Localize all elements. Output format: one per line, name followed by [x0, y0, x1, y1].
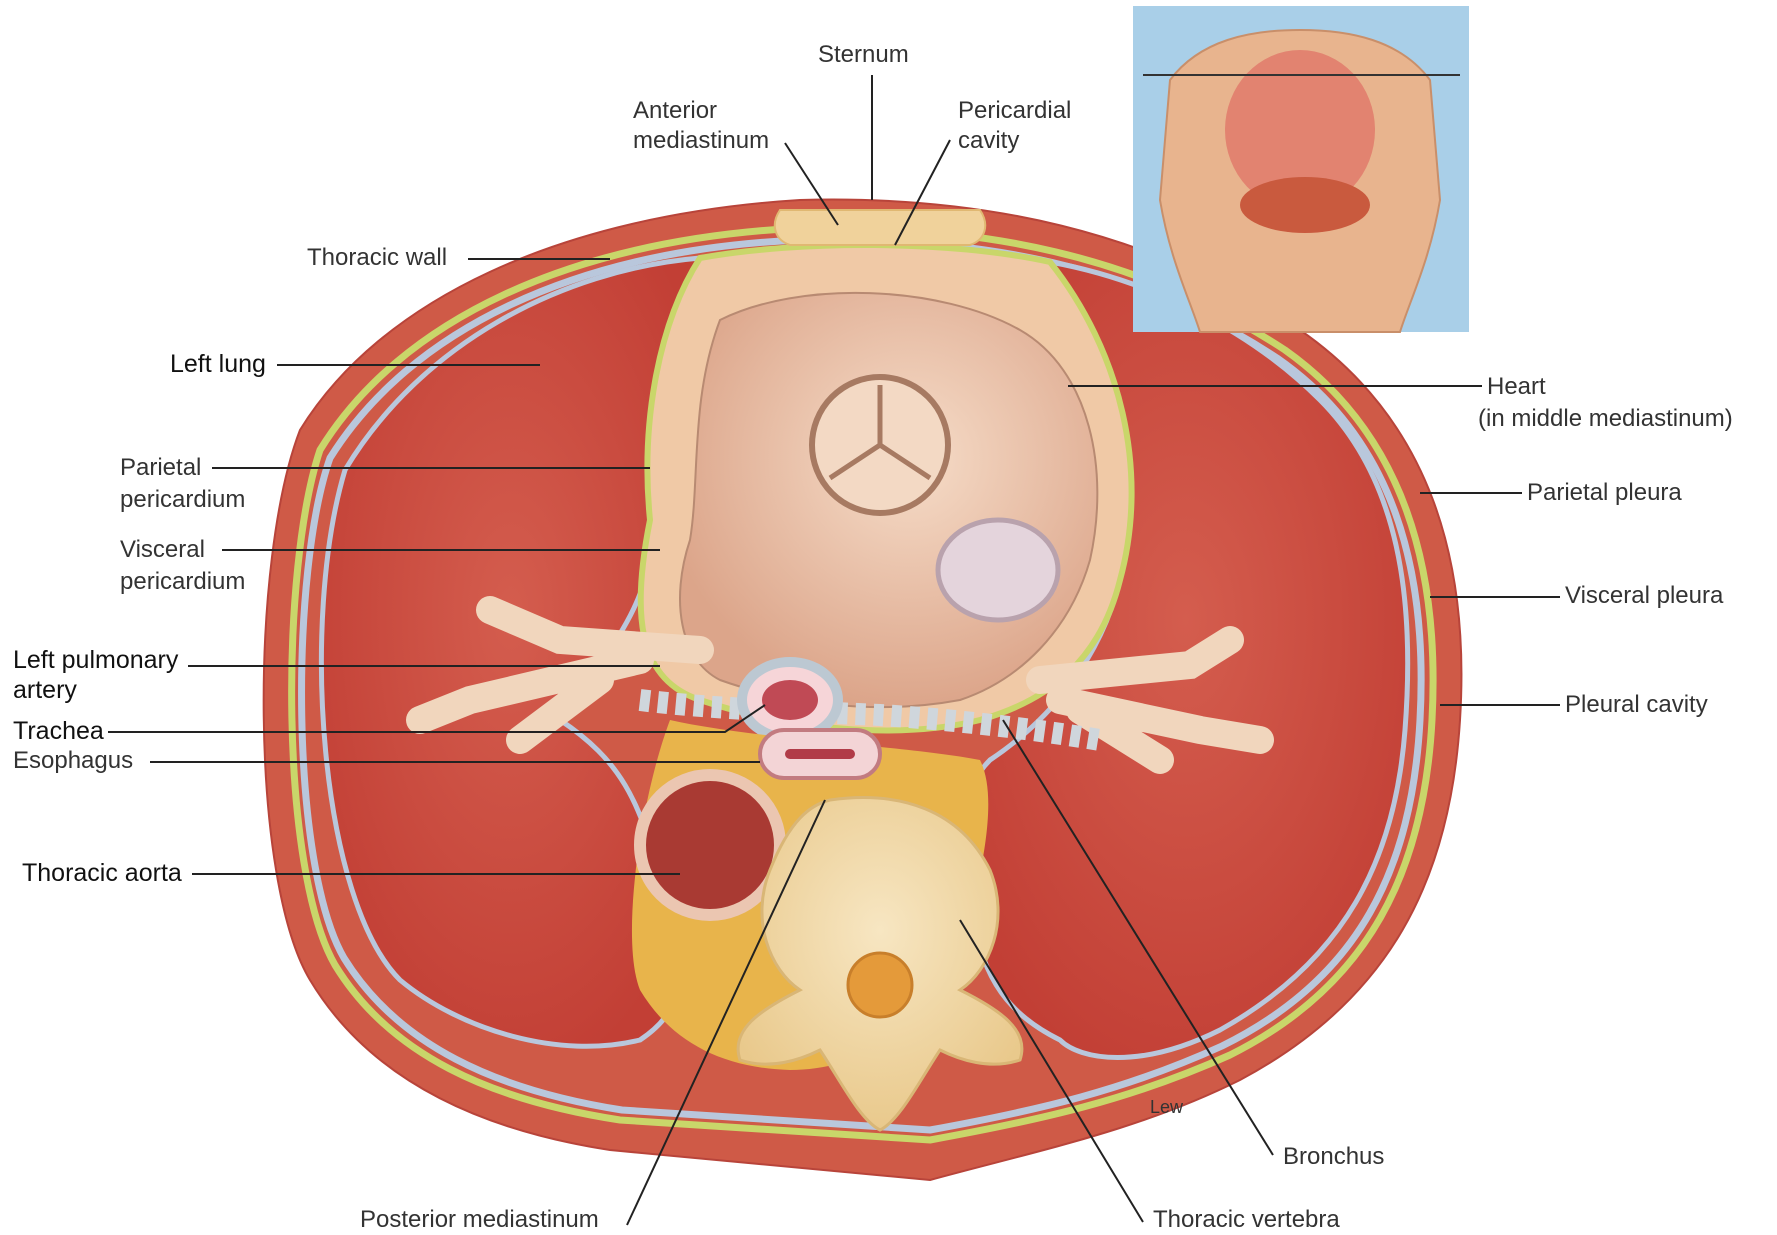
- label-bronchus: Bronchus: [1283, 1142, 1384, 1172]
- label-heart-line2: (in middle mediastinum): [1478, 404, 1733, 434]
- label-left-lung: Left lung: [170, 349, 266, 379]
- spinal-canal: [848, 953, 912, 1017]
- thoracic-aorta: [640, 775, 780, 915]
- label-parietal-pericardium-line1: Parietal: [120, 453, 201, 483]
- label-parietal-pericardium-line2: pericardium: [120, 485, 245, 515]
- sternum: [775, 210, 985, 245]
- label-heart-line1: Heart: [1487, 372, 1546, 402]
- label-thoracic-wall: Thoracic wall: [307, 243, 447, 273]
- artist-signature: Lew: [1150, 1092, 1183, 1122]
- label-esophagus: Esophagus: [13, 746, 133, 776]
- label-parietal-pleura: Parietal pleura: [1527, 478, 1682, 508]
- label-anterior-mediastinum-line2: mediastinum: [633, 126, 769, 156]
- label-anterior-mediastinum-line1: Anterior: [633, 96, 717, 126]
- trachea-lumen: [762, 680, 818, 720]
- label-visceral-pericardium-line2: pericardium: [120, 567, 245, 597]
- label-sternum: Sternum: [818, 40, 909, 70]
- label-thoracic-aorta: Thoracic aorta: [22, 858, 182, 888]
- label-left-pulmonary-artery-line2: artery: [13, 675, 77, 705]
- inset-liver: [1240, 177, 1370, 233]
- label-trachea: Trachea: [13, 716, 104, 746]
- label-left-pulmonary-artery-line1: Left pulmonary: [13, 645, 178, 675]
- label-pericardial-cavity-line2: cavity: [958, 126, 1019, 156]
- pulmonary-trunk: [938, 520, 1058, 620]
- label-visceral-pericardium-line1: Visceral: [120, 535, 205, 565]
- label-pericardial-cavity-line1: Pericardial: [958, 96, 1071, 126]
- label-thoracic-vertebra: Thoracic vertebra: [1153, 1205, 1340, 1235]
- label-visceral-pleura: Visceral pleura: [1565, 581, 1723, 611]
- label-pleural-cavity: Pleural cavity: [1565, 690, 1708, 720]
- label-posterior-mediastinum: Posterior mediastinum: [360, 1205, 599, 1235]
